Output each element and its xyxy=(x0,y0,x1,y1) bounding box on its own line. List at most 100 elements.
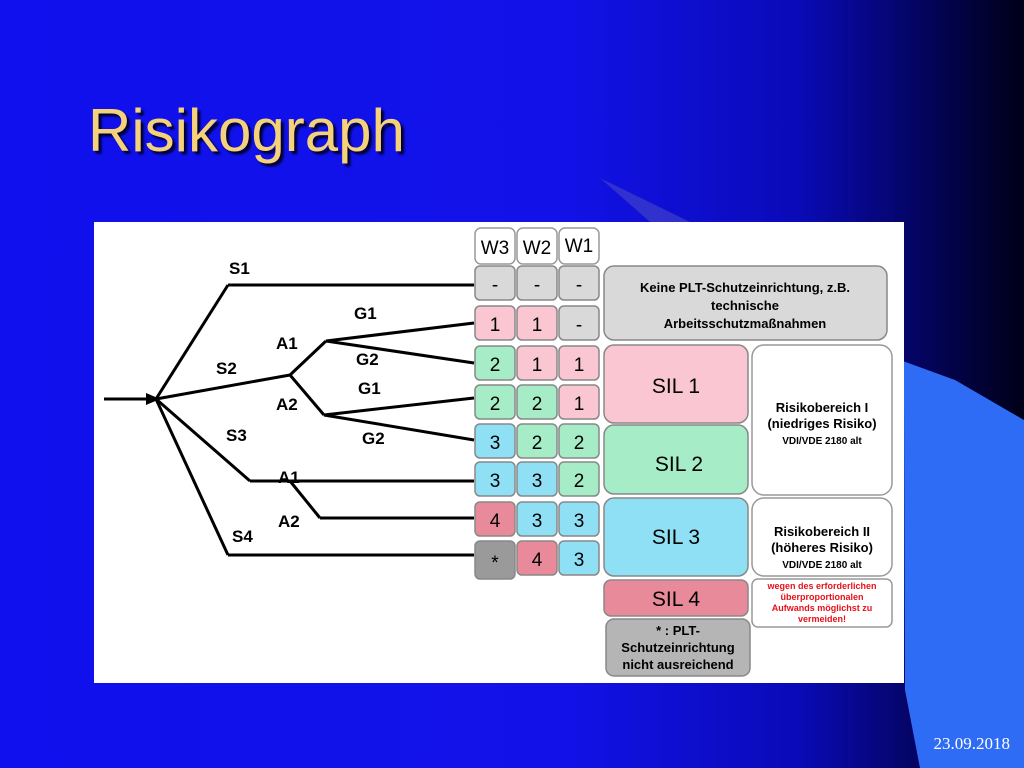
cell-r5-w2 xyxy=(516,461,558,497)
risk-warning-line1: wegen des erforderlichen xyxy=(766,581,876,591)
cell-r5-w1-value: 2 xyxy=(574,471,585,492)
category-sil4-label: SIL 4 xyxy=(652,588,701,611)
risk-area-2-line1: Risikobereich II xyxy=(774,524,870,539)
cell-r4-w2-value: 2 xyxy=(532,433,543,454)
cell-r5-w3-value: 3 xyxy=(490,471,501,492)
entry-arrow xyxy=(146,393,160,405)
category-keine-line2: technische xyxy=(711,298,779,313)
slide-date: 23.09.2018 xyxy=(933,734,1011,753)
cell-r7-w3-value: * xyxy=(491,553,499,574)
cell-r6-w3-value: 4 xyxy=(490,511,501,532)
cell-r1-w3 xyxy=(474,305,516,341)
cell-r0-w2 xyxy=(516,265,558,301)
cell-r1-w2 xyxy=(516,305,558,341)
category-sil3 xyxy=(603,497,749,577)
risk-area-2 xyxy=(751,497,893,577)
category-sil3-label: SIL 3 xyxy=(652,526,700,549)
label-g2-lower: G2 xyxy=(362,429,385,448)
category-star-line1: * : PLT- xyxy=(656,623,700,638)
header-w3-label: W3 xyxy=(481,238,510,259)
cell-r4-w3-value: 3 xyxy=(490,433,501,454)
cell-r5-w2-value: 3 xyxy=(532,471,543,492)
cell-r7-w2 xyxy=(516,540,558,576)
cell-r6-w1 xyxy=(558,501,600,537)
cell-r4-w1-value: 2 xyxy=(574,433,585,454)
label-g2-upper: G2 xyxy=(356,350,379,369)
risk-warning-line4: vermeiden! xyxy=(798,614,846,624)
label-a1-upper: A1 xyxy=(276,334,298,353)
risk-warning xyxy=(751,578,893,628)
label-s3: S3 xyxy=(226,426,247,445)
cell-r2-w1-value: 1 xyxy=(574,355,585,376)
cell-r4-w3 xyxy=(474,423,516,459)
header-w1-label: W1 xyxy=(565,236,594,257)
cell-r3-w1-value: 1 xyxy=(574,394,585,415)
cell-r4-w2 xyxy=(516,423,558,459)
label-s1: S1 xyxy=(229,259,250,278)
cell-r0-w3-value: - xyxy=(492,275,498,296)
risk-area-1-line2: (niedriges Risiko) xyxy=(767,416,876,431)
cell-r6-w2 xyxy=(516,501,558,537)
category-star-note xyxy=(605,618,751,677)
category-sil1-label: SIL 1 xyxy=(652,375,700,398)
cell-r7-w3 xyxy=(474,540,516,580)
risk-graph: S1 S2 S3 S4 A1 A2 A1 A2 G1 G2 G1 G2 W3 W… xyxy=(104,227,893,677)
category-sil2 xyxy=(603,424,749,495)
category-star-line3: nicht ausreichend xyxy=(622,657,733,672)
cell-r0-w1-value: - xyxy=(576,275,582,296)
category-sil1 xyxy=(603,344,749,424)
category-sil2-label: SIL 2 xyxy=(655,453,703,476)
cell-r1-w2-value: 1 xyxy=(532,315,543,336)
risk-warning-line3: Aufwands möglichst zu xyxy=(772,603,873,613)
risk-area-2-sub: VDI/VDE 2180 alt xyxy=(782,560,862,571)
cell-r5-w1 xyxy=(558,461,600,497)
cell-r1-w3-value: 1 xyxy=(490,315,501,336)
category-keine-line1: Keine PLT-Schutzeinrichtung, z.B. xyxy=(640,280,850,295)
cell-r2-w3-value: 2 xyxy=(490,355,501,376)
label-s2: S2 xyxy=(216,359,237,378)
cell-r2-w2 xyxy=(516,345,558,381)
cell-r2-w1 xyxy=(558,345,600,381)
cell-r2-w3 xyxy=(474,345,516,381)
cell-r7-w1-value: 3 xyxy=(574,550,585,571)
risk-area-1-sub: VDI/VDE 2180 alt xyxy=(782,436,862,447)
risk-area-2-line2: (höheres Risiko) xyxy=(771,540,873,555)
cell-r7-w2-value: 4 xyxy=(532,550,543,571)
cell-r3-w3-value: 2 xyxy=(490,394,501,415)
risk-graph-panel: S1 S2 S3 S4 A1 A2 A1 A2 G1 G2 G1 G2 W3 W… xyxy=(94,222,904,683)
label-g1-upper: G1 xyxy=(354,304,377,323)
header-w2-label: W2 xyxy=(523,238,552,259)
cell-r3-w3 xyxy=(474,384,516,420)
cell-r0-w1 xyxy=(558,265,600,301)
cell-r6-w1-value: 3 xyxy=(574,511,585,532)
label-a2-lower: A2 xyxy=(278,512,300,531)
cell-r7-w1 xyxy=(558,540,600,576)
label-a1-lower: A1 xyxy=(278,468,300,487)
graph-branches xyxy=(104,283,475,557)
risk-warning-line2: überproportionalen xyxy=(781,592,864,602)
risk-area-1-line1: Risikobereich I xyxy=(776,400,868,415)
cell-r1-w1 xyxy=(558,305,600,341)
cell-r0-w2-value: - xyxy=(534,275,540,296)
category-star-line2: Schutzeinrichtung xyxy=(621,640,734,655)
cell-r0-w3 xyxy=(474,265,516,301)
risk-area-1 xyxy=(751,344,893,496)
cell-r3-w2 xyxy=(516,384,558,420)
cell-r6-w3 xyxy=(474,501,516,537)
category-keine xyxy=(603,265,888,341)
header-w3 xyxy=(474,227,516,265)
label-s4: S4 xyxy=(232,527,253,546)
label-a2-upper: A2 xyxy=(276,395,298,414)
cell-r3-w1 xyxy=(558,384,600,420)
label-g1-lower: G1 xyxy=(358,379,381,398)
cell-r2-w2-value: 1 xyxy=(532,355,543,376)
header-w2 xyxy=(516,227,558,265)
slide-title: Risikograph xyxy=(88,97,405,164)
category-sil4 xyxy=(603,579,749,617)
header-w1 xyxy=(558,227,600,265)
cell-r1-w1-value: - xyxy=(576,315,582,336)
category-keine-line3: Arbeitsschutzmaßnahmen xyxy=(664,316,827,331)
cell-r3-w2-value: 2 xyxy=(532,394,543,415)
cell-r5-w3 xyxy=(474,461,516,497)
